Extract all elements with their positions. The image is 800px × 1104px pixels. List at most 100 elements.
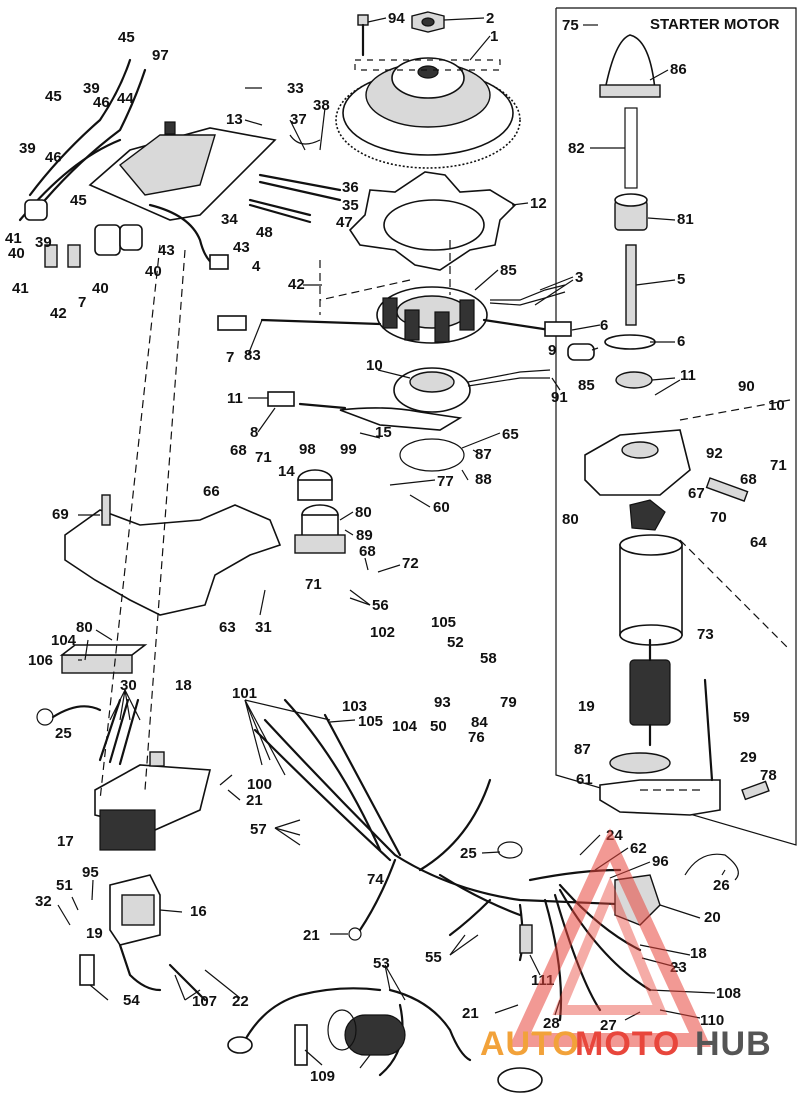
label-47: 47 [336,214,353,231]
label-44: 44 [117,90,134,107]
brush-holder [629,499,666,531]
label-108: 21 [462,1005,479,1022]
label-21: 55 [425,949,442,966]
flywheel [335,57,521,169]
label-92: 71 [770,457,787,474]
terminal-bolt-100 [741,780,770,801]
label-97: 97 [152,47,169,64]
label-99: 87 [475,446,492,463]
pack-leads [248,134,342,224]
label-13: 13 [226,111,243,128]
label-52: 106 [28,652,53,669]
section-title: STARTER MOTOR [650,16,780,33]
label-28: 27 [600,1017,617,1034]
label-8: 15 [375,424,392,441]
label-45: 45 [70,192,87,209]
rectifier [36,698,212,851]
label-14: 88 [475,471,492,488]
label-25: 96 [652,853,669,870]
label-86: 86 [670,61,687,78]
label-31: 80 [76,619,93,636]
label-80: 80 [562,511,579,528]
label-85: 5 [677,271,685,288]
stator [217,284,572,344]
label-43: 43 [158,242,175,259]
label-58: 30 [120,677,137,694]
label-39: 39 [83,80,100,97]
label-82: 82 [568,140,585,157]
label-68: 72 [402,555,419,572]
label-11: 91 [551,389,568,406]
starter-frame [619,534,683,646]
label-25: 76 [468,729,485,746]
label-68: 71 [255,449,272,466]
assembly-guidelines [99,240,791,801]
label-55: 19 [86,925,103,942]
battery-cable-96 [684,853,739,881]
label-2: 2 [486,10,494,27]
timer-base [267,343,595,431]
label-19: 105 [358,713,383,730]
spark-plug-leads [79,943,207,1002]
end-cap [599,752,721,816]
label-38: 38 [313,97,330,114]
label-33: 33 [287,80,304,97]
label-29: 100 [247,776,272,793]
label-100: 78 [760,767,777,784]
label-81: 81 [677,211,694,228]
label-16: 20 [704,909,721,926]
label-6: 7 [226,349,234,366]
label-35: 35 [342,197,359,214]
label-102: 52 [447,634,464,651]
label-37: 37 [290,111,307,128]
label-71: 68 [230,442,247,459]
label-39: 39 [19,140,36,157]
label-101: 103 [342,698,367,715]
starter-pinion-cover [599,34,661,98]
label-50: 84 [471,714,488,731]
label-67: 60 [433,499,450,516]
label-30: 18 [175,677,192,694]
label-62: 25 [460,845,477,862]
label-20: 21 [303,927,320,944]
label-98: 99 [340,441,357,458]
label-45: 45 [45,88,62,105]
label-60: 69 [52,506,69,523]
label-87: 92 [706,445,723,462]
label-111: 53 [373,955,390,972]
timing-ring [348,171,517,271]
flywheel-bolt [357,14,369,57]
label-5: 3 [575,269,583,286]
label-84: 59 [733,709,750,726]
label-66: 77 [437,473,454,490]
label-7: 83 [244,347,261,364]
label-71: 14 [278,463,295,480]
label-46: 46 [93,94,110,111]
label-94: 94 [388,10,405,27]
label-15: 65 [502,426,519,443]
watermark-logo: AUTO MOTO HUB [480,828,771,1063]
label-21: 28 [543,1015,560,1032]
label-105: 102 [370,624,395,641]
label-45: 45 [118,29,135,46]
label-46: 46 [45,149,62,166]
label-42: 7 [78,294,86,311]
throttle-cam [294,469,346,554]
label-104: 105 [431,614,456,631]
through-bolt [703,678,714,782]
label-42: 41 [12,280,29,297]
label-64: 71 [305,576,322,593]
label-78: 61 [576,771,593,788]
label-19: 18 [690,945,707,962]
label-22: 108 [716,985,741,1002]
ignition-coil [109,874,161,946]
label-71: 68 [359,543,376,560]
label-40: 4 [252,258,261,275]
label-43: 43 [233,239,250,256]
label-4: 85 [500,262,517,279]
label-61: 21 [246,792,263,809]
label-40: 40 [145,263,162,280]
label-39: 39 [35,234,52,251]
ignition-coils-left [18,58,229,270]
